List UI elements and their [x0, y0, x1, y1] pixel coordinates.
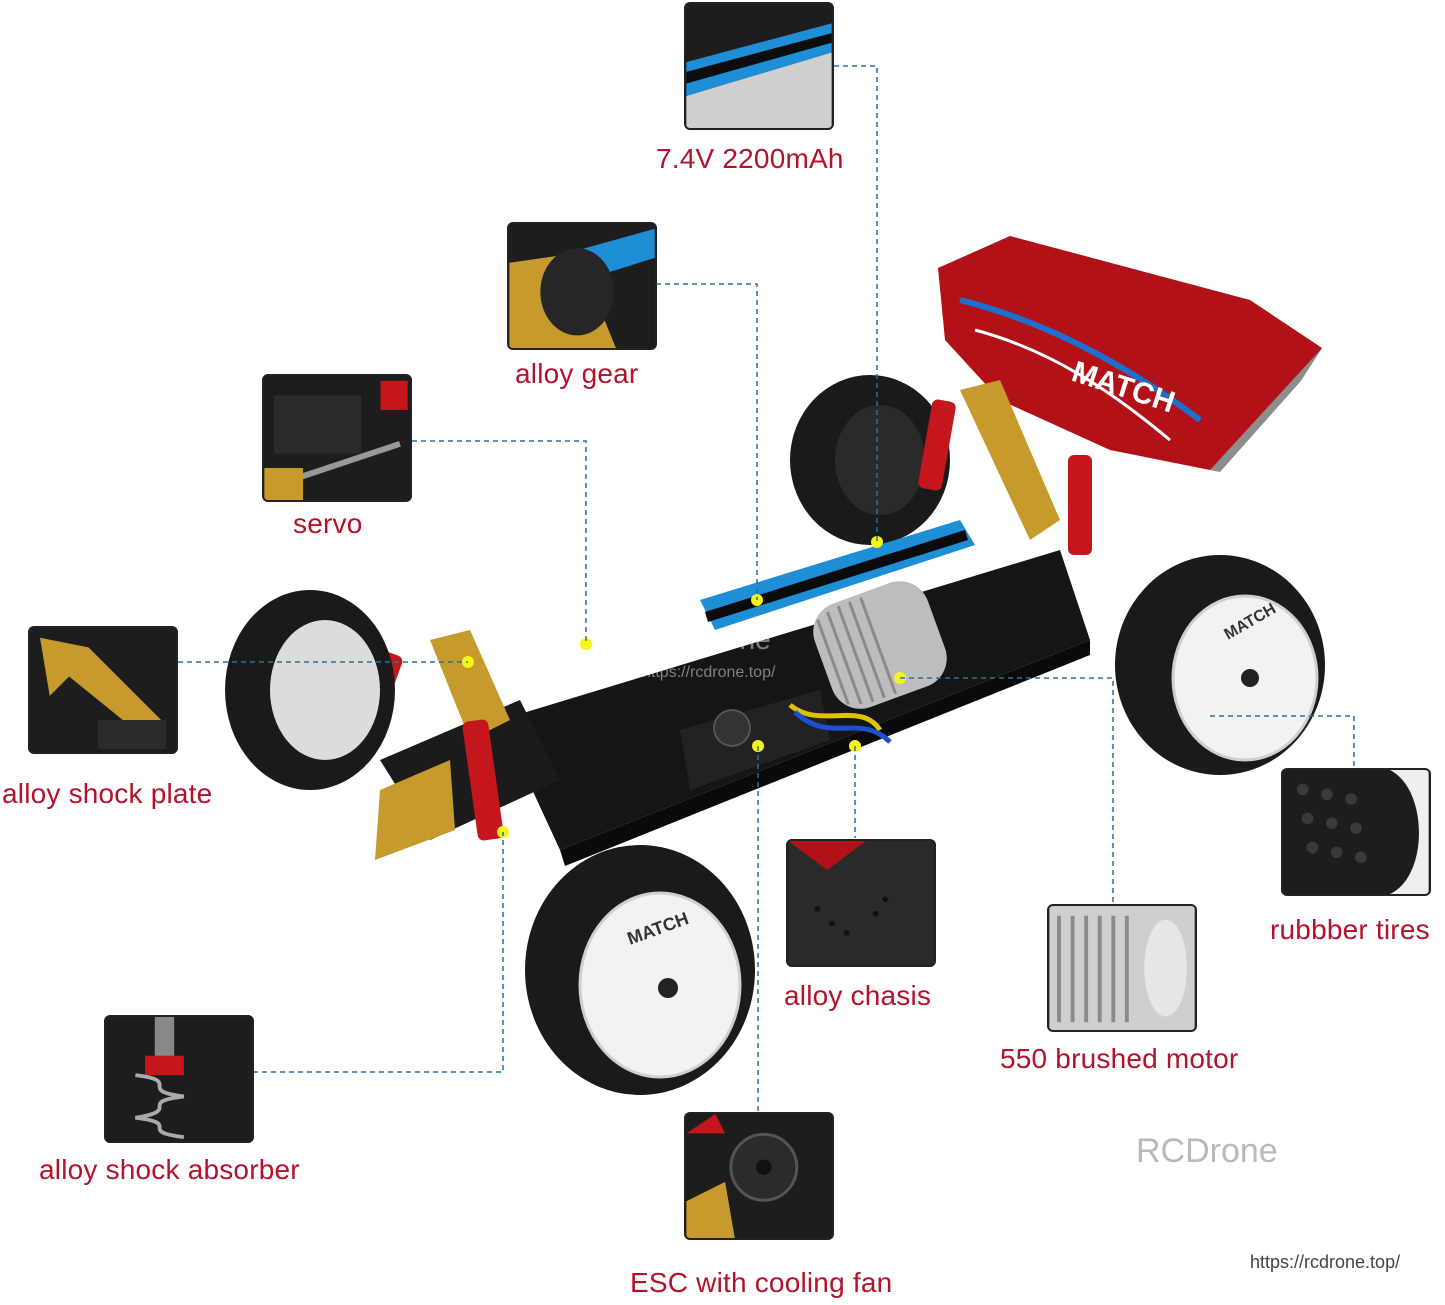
- rear-right-tire: MATCH: [1115, 555, 1325, 775]
- esc-closeup-image: [686, 1114, 832, 1238]
- motor: [813, 581, 947, 709]
- center-watermark: RCDrone: [654, 624, 771, 655]
- rear-wing: MATCH: [938, 236, 1322, 472]
- rear-shock-tower: [960, 380, 1060, 540]
- motor-closeup-image: [1049, 906, 1195, 1030]
- motor-thumbnail: [1047, 904, 1197, 1032]
- shock-absorber-closeup-image: [106, 1017, 252, 1141]
- esc-thumbnail: [684, 1112, 834, 1240]
- shock-plate-closeup-image: [30, 628, 176, 752]
- tires-thumbnail: [1281, 768, 1431, 896]
- chassis-label: alloy chasis: [784, 980, 932, 1011]
- front-right-tire: MATCH: [525, 845, 755, 1095]
- servo-closeup-image: [264, 376, 410, 500]
- battery-thumbnail: [684, 2, 834, 130]
- gear-closeup-image: [509, 224, 655, 348]
- shock-absorber-label: alloy shock absorber: [39, 1154, 300, 1185]
- shock-absorber-thumbnail: [104, 1015, 254, 1143]
- battery-label: 7.4V 2200mAh: [656, 143, 844, 174]
- front-left-tire: [225, 590, 395, 790]
- shock-plate-label: alloy shock plate: [2, 778, 213, 809]
- battery-pack: [700, 520, 975, 630]
- url-watermark: https://rcdrone.top/: [1250, 1252, 1401, 1272]
- esc: [680, 690, 892, 790]
- tires-label: rubbber tires: [1270, 914, 1430, 945]
- tires-closeup-image: [1283, 770, 1429, 894]
- chassis-closeup-image: [788, 841, 934, 965]
- gear-label: alloy gear: [515, 358, 639, 389]
- servo-label: servo: [293, 508, 363, 539]
- battery-closeup-image: [686, 4, 832, 128]
- chassis-thumbnail: [786, 839, 936, 967]
- gear-thumbnail: [507, 222, 657, 350]
- servo-thumbnail: [262, 374, 412, 502]
- shock-plate-thumbnail: [28, 626, 178, 754]
- motor-label: 550 brushed motor: [1000, 1043, 1239, 1074]
- center-watermark-url: https://rcdrone.top/: [642, 664, 776, 681]
- brand-watermark: RCDrone: [1136, 1132, 1278, 1170]
- esc-label: ESC with cooling fan: [630, 1267, 893, 1298]
